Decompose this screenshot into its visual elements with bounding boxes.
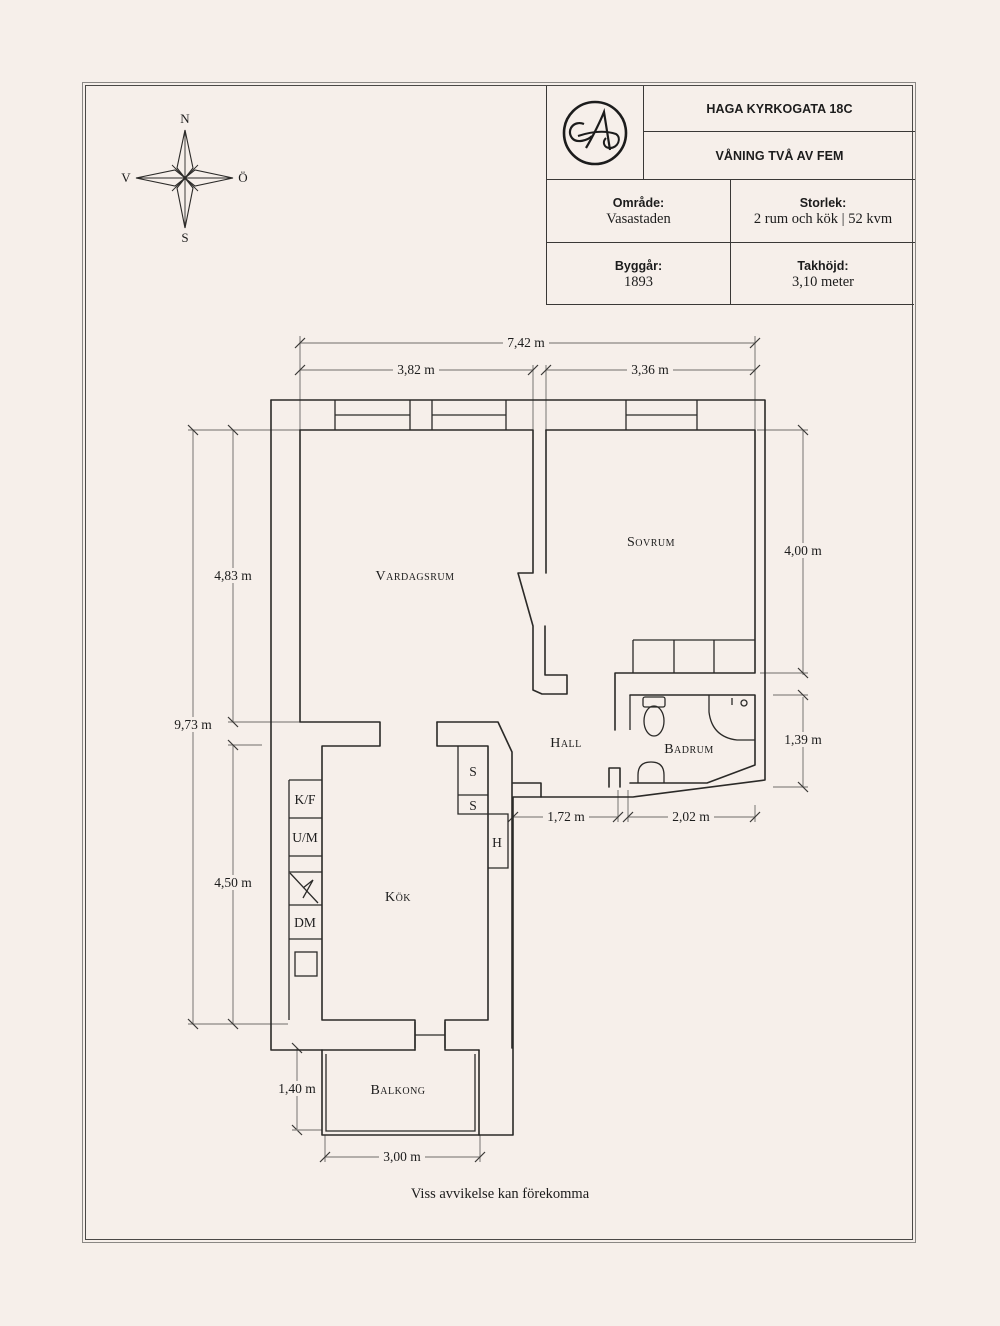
dim-kitchen-depth: 4,50 m (214, 875, 252, 890)
compass-west-label: V (121, 170, 131, 185)
info-value: Vasastaden (606, 210, 671, 227)
room-label-sovrum: Sovrum (627, 535, 675, 550)
fixture-label-kf: K/F (294, 792, 316, 807)
fixture-label-um: U/M (292, 830, 318, 845)
info-cell-area: Område: Vasastaden (547, 180, 731, 243)
info-cell-build-year: Byggår: 1893 (547, 243, 731, 305)
dim-living-depth: 4,83 m (214, 568, 252, 583)
dim-living-width: 3,82 m (397, 362, 435, 377)
compass-rose-icon (135, 129, 234, 229)
room-label-hall: Hall (550, 736, 582, 751)
info-label: Storlek: (799, 195, 847, 210)
info-label: Takhöjd: (797, 258, 849, 273)
fixture-label-h: H (492, 835, 502, 850)
dim-hall-width: 1,72 m (547, 809, 585, 824)
monogram-logo-icon (562, 100, 628, 165)
dim-balcony-width: 3,00 m (383, 1149, 421, 1164)
compass-east-label: Ö (238, 170, 247, 185)
dim-balcony-depth: 1,40 m (278, 1081, 316, 1096)
info-cell-size: Storlek: 2 rum och kök | 52 kvm (731, 180, 915, 243)
dim-total-depth: 9,73 m (174, 717, 212, 732)
dim-bathroom-depth: 1,39 m (784, 732, 822, 747)
dimension-lines (187, 336, 809, 1163)
info-value: 1893 (624, 273, 653, 290)
dim-bedroom-width: 3,36 m (631, 362, 669, 377)
address-title: HAGA KYRKOGATA 18C (644, 86, 915, 132)
room-label-kok: Kök (385, 890, 411, 905)
floor-title: VÅNING TVÅ AV FEM (715, 149, 844, 163)
inner-frame (85, 85, 913, 1240)
room-label-vardagsrum: Vardagsrum (375, 569, 454, 584)
info-cell-ceiling-height: Takhöjd: 3,10 meter (731, 243, 915, 305)
room-label-balkong: Balkong (370, 1083, 425, 1098)
info-value: 3,10 meter (791, 273, 854, 290)
disclaimer-note: Viss avvikelse kan förekomma (410, 1186, 590, 1202)
title-block: HAGA KYRKOGATA 18C VÅNING TVÅ AV FEM Omr… (546, 86, 915, 305)
info-grid: Område: Vasastaden Storlek: 2 rum och kö… (547, 179, 915, 305)
room-label-badrum: Badrum (664, 742, 714, 757)
info-label: Område: (612, 195, 665, 210)
walls (270, 399, 766, 1136)
info-label: Byggår: (614, 258, 663, 273)
outer-frame (82, 82, 916, 1243)
dimension-labels: 7,42 m 3,82 m 3,36 m 4,83 m 9,73 m 4,50 … (170, 335, 826, 1164)
monogram-logo (547, 86, 644, 179)
dim-bathroom-width: 2,02 m (672, 809, 710, 824)
dim-total-width: 7,42 m (507, 335, 545, 350)
fixture-label-dm: DM (294, 915, 316, 930)
info-value: 2 rum och kök | 52 kvm (753, 210, 893, 227)
dim-bedroom-depth: 4,00 m (784, 543, 822, 558)
fixture-label-s1: S (469, 764, 477, 779)
compass-north-label: N (180, 111, 190, 126)
fixture-label-s2: S (469, 798, 477, 813)
compass-south-label: S (181, 230, 188, 245)
